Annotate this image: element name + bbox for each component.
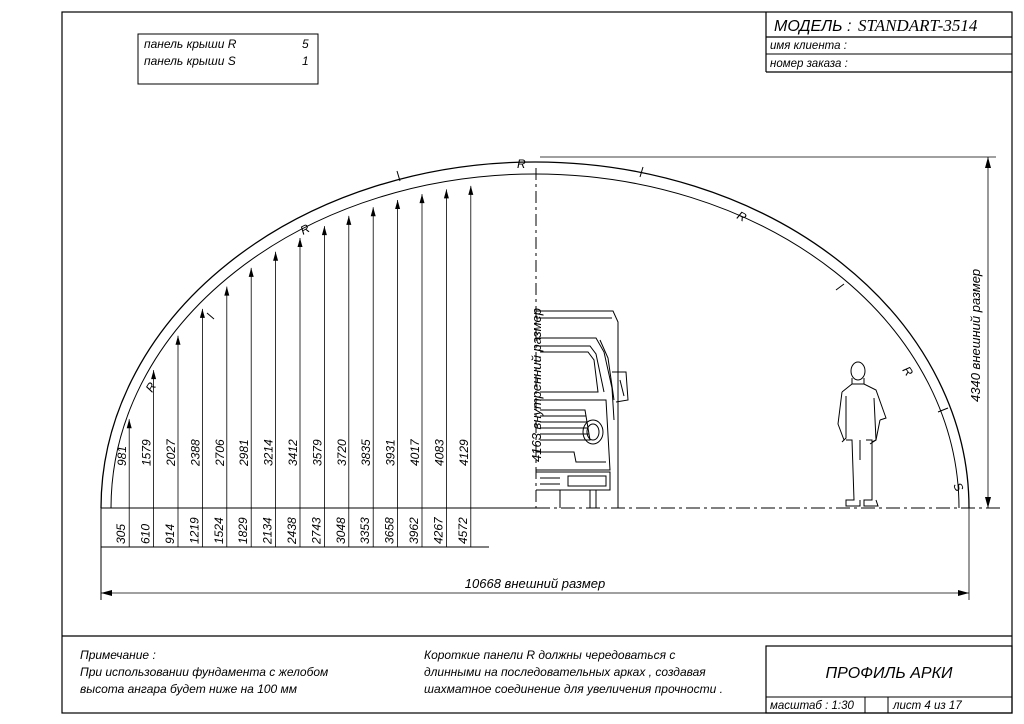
remark-line-1: Короткие панели R должны чередоваться с [424,648,675,662]
inner-height-label: 4163 внутренний размер [529,308,544,462]
scale-label: масштаб : 1:30 [770,700,854,712]
height-label: 3214 [262,439,276,466]
offset-label: 2134 [261,517,275,545]
height-label: 4129 [457,439,471,466]
offset-label: 3353 [358,517,372,544]
panel-s-count: 1 [302,54,309,68]
bottom-section: ПРОФИЛЬ АРКИ масштаб : 1:30 лист 4 из 17… [62,635,1013,714]
offset-label: 4267 [431,516,445,544]
height-arrowhead [297,237,303,247]
inner-height-dimension: 4163 внутренний размер [529,308,544,462]
offset-label: 4572 [456,517,470,544]
height-arrowhead [346,215,352,225]
panel-marker: R [143,380,160,395]
height-label: 1579 [140,439,154,466]
height-label: 4083 [432,439,446,466]
panel-marker: R [735,208,750,225]
height-label: 981 [115,446,129,466]
height-arrowhead [126,419,132,429]
height-arrowhead [370,207,376,217]
height-arrowhead [175,335,181,345]
outer-height-dimension: 4340 внешний размер [540,156,996,508]
height-label: 3720 [335,439,349,466]
panel-marker: R [298,221,313,238]
panel-r-label: панель крыши R [144,37,237,51]
panel-marker: R [900,364,917,379]
arch-outer-line [100,161,970,509]
height-label: 3412 [286,439,300,466]
remark-line-3: шахматное соединение для увеличения проч… [424,682,723,696]
height-label: 3835 [359,439,373,466]
height-label: 4017 [408,438,422,466]
outer-width-label: 10668 внешний размер [465,576,605,591]
arch-inner-line [110,173,960,509]
height-label: 3931 [384,439,398,466]
panel-marker: R [517,157,526,171]
height-arrowhead [273,251,279,261]
panel-s-label: панель крыши S [144,54,236,68]
offset-label: 1219 [187,517,201,544]
offset-label: 3962 [407,517,421,544]
title-block-top: МОДЕЛЬ : STANDART-3514 имя клиента : ном… [765,12,1012,73]
outer-width-dimension: 10668 внешний размер [101,508,970,600]
offset-label: 305 [114,524,128,544]
height-label: 2027 [164,438,178,467]
height-arrowhead [419,194,425,204]
remark-line-2: длинными на последовательных арках , соз… [424,665,706,679]
height-arrowhead [224,286,230,296]
height-arrowhead [321,226,327,236]
drawing-frame [61,11,1013,714]
client-label: имя клиента : [770,40,847,52]
height-label: 2388 [188,439,202,467]
height-arrowhead [151,370,157,380]
height-label: 2706 [213,439,227,467]
model-name: STANDART-3514 [858,16,978,35]
person-icon [837,361,887,507]
outer-height-label: 4340 внешний размер [968,269,983,402]
note-line-2: высота ангара будет ниже на 100 мм [80,682,297,696]
height-arrowhead [199,308,205,318]
height-arrowhead [395,200,401,210]
offset-label: 3048 [334,517,348,544]
sheet-label: лист 4 из 17 [892,700,962,712]
offset-label: 3658 [383,517,397,544]
panel-joints [206,166,949,413]
order-label: номер заказа : [770,58,848,70]
height-label: 3579 [310,439,324,466]
offset-label: 2743 [309,517,323,545]
panel-r-count: 5 [302,37,309,51]
drawing-title: ПРОФИЛЬ АРКИ [826,665,953,682]
panel-count-table: панель крыши R 5 панель крыши S 1 [137,33,319,85]
offset-label: 2438 [285,517,299,545]
height-arrowhead [248,267,254,277]
height-arrowhead [468,185,474,195]
model-label: МОДЕЛЬ : [774,18,851,35]
height-dimension-lines [126,185,474,508]
offset-label: 610 [139,524,153,544]
offset-label: 1829 [236,517,250,544]
note-title: Примечание : [80,648,156,662]
note-line-1: При использовании фундамента с желобом [80,665,328,679]
offset-label: 1524 [212,517,226,544]
offset-labels: 305 610 914 1219 1524 1829 2134 2438 274… [114,516,470,545]
offset-dimension-row [100,508,489,600]
height-label: 2981 [237,439,251,467]
offset-label: 914 [163,524,177,544]
height-labels: 981 1579 2027 2388 2706 2981 3214 3412 3… [115,438,471,467]
truck-icon [536,310,629,508]
height-arrowhead [443,189,449,199]
